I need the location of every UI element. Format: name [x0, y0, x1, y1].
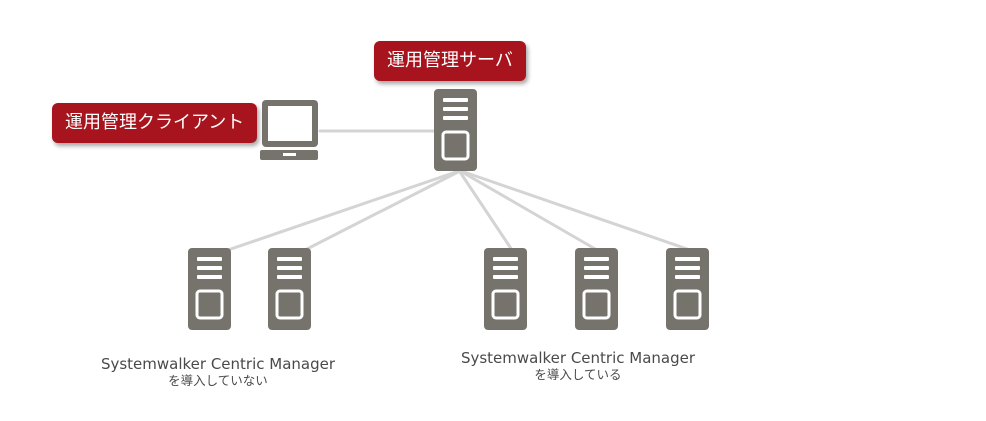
caption-not-installed-status: を導入していない — [168, 373, 268, 388]
connector-server-node2 — [303, 170, 460, 252]
connector-server-node1 — [226, 170, 458, 252]
connector-server-node3 — [458, 170, 514, 252]
laptop-icon — [260, 100, 318, 160]
client-label: 運用管理クライアント — [52, 103, 258, 143]
caption-not-installed: Systemwalker Centric Manager を導入していない — [68, 355, 368, 389]
connector-server-node5 — [462, 170, 692, 252]
server-icon — [666, 248, 709, 330]
caption-installed-status: を導入している — [534, 367, 622, 382]
server-icon — [434, 89, 477, 171]
caption-installed: Systemwalker Centric Manager を導入している — [428, 349, 728, 383]
server-icon — [188, 248, 231, 330]
caption-installed-product: Systemwalker Centric Manager — [460, 349, 696, 367]
server-label: 運用管理サーバ — [374, 41, 526, 81]
connectors — [226, 129, 692, 252]
server-icon — [268, 248, 311, 330]
connector-server-node4 — [460, 170, 599, 252]
server-icon — [575, 248, 618, 330]
caption-not-installed-product: Systemwalker Centric Manager — [100, 355, 336, 373]
server-icon — [484, 248, 527, 330]
